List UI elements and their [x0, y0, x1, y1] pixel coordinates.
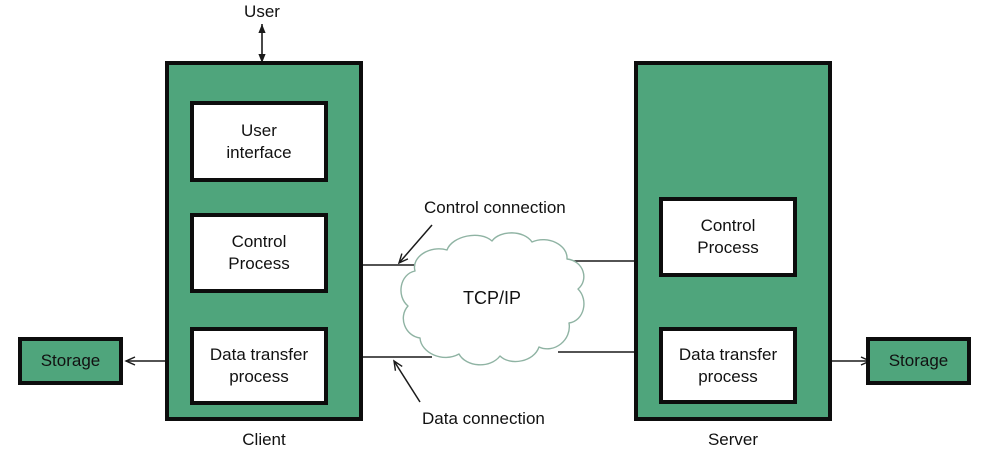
client-user-interface-box[interactable]: User interface — [190, 101, 328, 182]
client-data-transfer-process-box[interactable]: Data transfer process — [190, 327, 328, 405]
server-data-transfer-process-box[interactable]: Data transfer process — [659, 327, 797, 404]
client-control-process-label: Control Process — [228, 232, 290, 273]
cloud-shape — [400, 232, 585, 366]
leader-data-connection — [393, 359, 421, 403]
control-connection-label: Control connection — [424, 198, 566, 217]
server-control-process-box[interactable]: Control Process — [659, 197, 797, 277]
tcpip-cloud-label: TCP/IP — [463, 288, 522, 308]
user-label: User — [244, 2, 280, 21]
server-control-process-label: Control Process — [697, 216, 759, 257]
left-storage-label: Storage — [40, 351, 101, 371]
right-storage-label: Storage — [888, 351, 949, 371]
client-label: Client — [242, 430, 286, 449]
client-control-process-box[interactable]: Control Process — [190, 213, 328, 293]
server-label: Server — [707, 430, 759, 449]
right-storage-box[interactable]: Storage — [866, 337, 971, 385]
client-data-transfer-process-label: Data transfer process — [209, 345, 309, 386]
server-data-transfer-process-label: Data transfer process — [678, 344, 778, 386]
client-user-interface-label: User interface — [226, 120, 292, 162]
leader-control-connection — [397, 224, 433, 265]
left-storage-box[interactable]: Storage — [18, 337, 123, 385]
data-connection-label: Data connection — [422, 409, 545, 428]
